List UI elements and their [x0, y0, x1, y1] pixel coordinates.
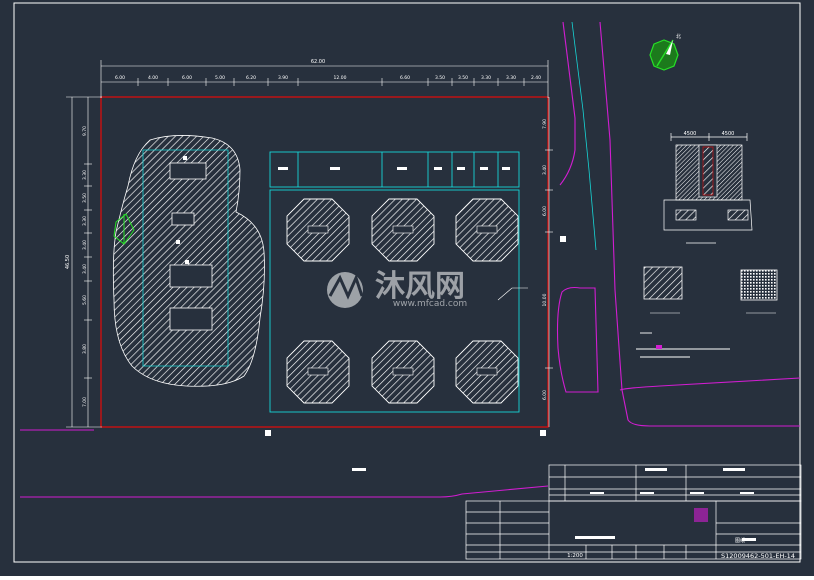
- dim-label: 3.40: [82, 264, 88, 274]
- watermark-url: www.mfcad.com: [393, 299, 467, 309]
- section-detail: [663, 133, 753, 244]
- legend-swatch-hatch: [643, 266, 683, 300]
- left-total-dimension: 46.50: [65, 255, 71, 269]
- building-rooms: [169, 162, 213, 331]
- left-dimension-labels: 9.70 3.30 3.50 3.30 3.40 3.40 5.60 3.80 …: [82, 126, 88, 407]
- left-dimension-chain: [66, 96, 102, 428]
- dim-label: 6.00: [182, 75, 192, 81]
- title-block-stamp: [694, 508, 708, 522]
- dim-label: 9.70: [82, 126, 88, 136]
- dim-label: 3.90: [278, 75, 288, 81]
- right-dimension-chain: [545, 97, 553, 427]
- dim-label: 3.50: [458, 75, 468, 81]
- dim-label: 3.30: [506, 75, 516, 81]
- dim-label: 10.00: [542, 293, 548, 306]
- dim-label: 3.50: [82, 193, 88, 203]
- north-arrow-icon: 北: [649, 33, 681, 71]
- top-dimension-chain: [100, 60, 549, 98]
- watermark-brand: 沐风网: [375, 269, 465, 304]
- scale-label: 1:200: [567, 553, 583, 559]
- dim-label: 4.00: [148, 75, 158, 81]
- title-block: [465, 464, 802, 560]
- dim-label: 5.60: [82, 295, 88, 305]
- green-marker: [113, 213, 135, 245]
- svg-text:北: 北: [676, 33, 681, 40]
- dim-label: 3.50: [435, 75, 445, 81]
- dim-label: 3.80: [82, 344, 88, 354]
- dim-label: 6.00: [115, 75, 125, 81]
- dim-label: 3.40: [542, 165, 548, 175]
- title-block-fill-marks: [575, 468, 756, 541]
- dim-label: 5.00: [215, 75, 225, 81]
- note-marker: [656, 345, 662, 349]
- overall-dimension: 62.00: [311, 59, 325, 65]
- tank-hall-outline: [269, 189, 520, 413]
- property-boundary: [100, 96, 549, 428]
- mfcad-logo-icon: [327, 272, 364, 308]
- top-dimension-labels: 6.00 4.00 6.00 5.00 6.20 3.90 12.00 6.60…: [115, 75, 541, 81]
- dim-label: 7.00: [82, 397, 88, 407]
- roads: [20, 21, 801, 498]
- misc-marks: [265, 236, 566, 471]
- dim-label: 6.20: [246, 75, 256, 81]
- legend-swatch-dots: [740, 269, 778, 301]
- dim-label: 3.40: [82, 240, 88, 250]
- tank-labels: [307, 225, 498, 376]
- dim-label: 3.30: [481, 75, 491, 81]
- drawing-number: S12009462-501-EH-14: [721, 552, 795, 560]
- building-outline: [142, 149, 229, 367]
- dim-label: 6.00: [542, 390, 548, 400]
- room-strip-marks: [278, 167, 510, 170]
- notes-block: [636, 332, 730, 358]
- building-room-ticks: [176, 156, 189, 264]
- dim-label: 7.90: [542, 119, 548, 129]
- dim-label: 6.00: [542, 206, 548, 216]
- road-centerlines: [571, 21, 597, 251]
- dim-label: 12.00: [334, 75, 347, 81]
- dim-label: 6.60: [400, 75, 410, 81]
- dim-label: 3.30: [82, 216, 88, 226]
- right-dimension-labels: 7.90 3.40 6.00 10.00 6.00: [542, 119, 548, 400]
- section-dim-label: 4500: [722, 131, 735, 137]
- leader-line: [497, 287, 528, 301]
- dim-label: 2.40: [531, 75, 541, 81]
- room-strip: [269, 151, 520, 188]
- drawing-frame: [13, 2, 801, 563]
- title-block-date-label: 图纸: [735, 537, 745, 544]
- dim-label: 3.30: [82, 170, 88, 180]
- section-dim-label: 4500: [684, 131, 697, 137]
